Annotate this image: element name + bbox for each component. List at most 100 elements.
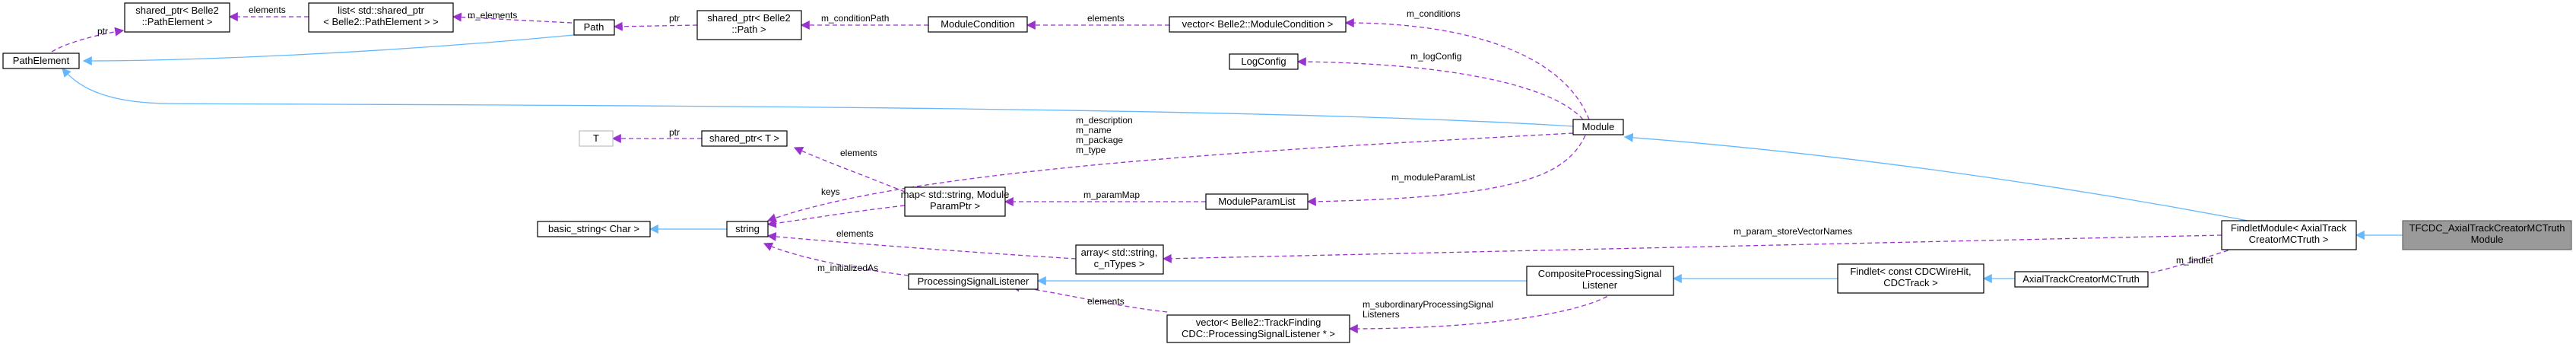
edge-use-string-to-array <box>766 231 1077 260</box>
label-line: list< std::shared_ptr <box>338 5 424 16</box>
node-module[interactable]: Module <box>1572 119 1624 135</box>
label-line: map< std::string, Module <box>901 189 1010 200</box>
node-modulecondition[interactable]: ModuleCondition <box>928 16 1028 33</box>
label-line: ::Path > <box>731 24 766 35</box>
edge-label-m-elements: m_elements <box>468 10 517 21</box>
label-line: FindletModule< AxialTrack <box>2231 222 2347 234</box>
label-line: ptr <box>669 127 680 138</box>
node-processingsignallistener[interactable]: ProcessingSignalListener <box>908 273 1039 290</box>
node-list-sharedptr-pathelement[interactable]: list< std::shared_ptr< Belle2::PathEleme… <box>308 2 454 33</box>
label-line: CDCTrack > <box>1883 277 1937 288</box>
label-line: CDC::ProcessingSignalListener * > <box>1182 328 1335 339</box>
label-line: c_nTypes > <box>1094 258 1145 269</box>
edge-label-m-conditionpath: m_conditionPath <box>821 13 889 24</box>
label-line: m_description <box>1076 115 1133 126</box>
label-line: elements <box>249 5 286 15</box>
edge-label-ptr-path: ptr <box>669 13 680 24</box>
node-logconfig[interactable]: LogConfig <box>1229 53 1299 70</box>
node-sharedptr-path[interactable]: shared_ptr< Belle2::Path > <box>696 10 802 40</box>
edge-inherit-module-to-findletmodule <box>1623 132 2276 227</box>
label-line: keys <box>821 186 840 197</box>
edge-labels: m_conditions elements m_conditionPath pt… <box>97 5 2213 320</box>
label-line: array< std::string, <box>1081 247 1158 258</box>
node-findlet[interactable]: Findlet< const CDCWireHit,CDCTrack > <box>1837 263 1984 294</box>
label-line: m_package <box>1076 135 1123 145</box>
edge-use-modparamlist-to-module <box>1306 135 1586 206</box>
label-line: m_findlet <box>2176 255 2213 266</box>
edge-label-elements-cond: elements <box>1087 13 1125 24</box>
label-line: CompositeProcessingSignal <box>1538 268 1662 279</box>
node-basic-string-char[interactable]: basic_string< Char > <box>537 221 651 237</box>
edge-use-vecpsl-to-composite <box>1348 287 1620 333</box>
edge-label-elements-map: elements <box>840 148 877 158</box>
label-line: vector< Belle2::ModuleCondition > <box>1182 18 1334 30</box>
node-label: list< std::shared_ptr< Belle2::PathEleme… <box>323 5 438 27</box>
label-line: ::PathElement > <box>142 16 213 27</box>
node-array-string-ntypes[interactable]: array< std::string,c_nTypes > <box>1075 244 1164 275</box>
node-label: ModuleCondition <box>941 18 1015 30</box>
edge-label-m-moduleparamlist: m_moduleParamList <box>1391 172 1476 183</box>
edge-use-logconfig-to-module <box>1296 57 1584 120</box>
label-line: ModuleCondition <box>941 18 1015 30</box>
node-moduleparamlist[interactable]: ModuleParamList <box>1205 193 1309 210</box>
edge-inherit-pathelement-to-path <box>82 34 575 65</box>
node-t[interactable]: T <box>579 130 614 147</box>
node-label: vector< Belle2::ModuleCondition > <box>1182 18 1334 30</box>
node-sharedptr-pathelement[interactable]: shared_ptr< Belle2::PathElement > <box>124 2 230 33</box>
label-line: ParamPtr > <box>930 200 980 212</box>
edge-use-string-to-module <box>766 132 1574 222</box>
edge-use-path-to-sharedpath <box>613 21 698 31</box>
node-label: Path <box>584 21 604 33</box>
node-label: shared_ptr< T > <box>709 132 779 144</box>
node-vector-modulecondition[interactable]: vector< Belle2::ModuleCondition > <box>1169 16 1347 33</box>
edge-label-ptr-t: ptr <box>669 127 680 138</box>
label-line: shared_ptr< Belle2 <box>707 12 791 24</box>
node-string[interactable]: string <box>726 221 769 237</box>
node-label: T <box>593 132 599 144</box>
edge-use-sharedt-to-map <box>793 147 906 193</box>
label-line: Listeners <box>1363 309 1400 320</box>
label-line: elements <box>836 228 874 239</box>
node-pathelement[interactable]: PathElement <box>2 53 80 69</box>
edge-label-m-param-storevectornames: m_param_storeVectorNames <box>1734 226 1852 237</box>
label-line: Module <box>1582 121 1615 132</box>
label-line: m_logConfig <box>1410 51 1461 62</box>
node-label: Findlet< const CDCWireHit,CDCTrack > <box>1850 266 1971 288</box>
label-line: m_subordinaryProcessingSignal <box>1363 299 1493 310</box>
edge-use-vecmodcond-to-module <box>1344 18 1590 120</box>
label-line: ProcessingSignalListener <box>918 276 1029 287</box>
label-line: shared_ptr< T > <box>709 132 779 144</box>
node-axialtrackcreatormctruth[interactable]: AxialTrackCreatorMCTruth <box>2014 271 2149 288</box>
node-sharedptr-t[interactable]: shared_ptr< T > <box>701 130 788 147</box>
label-line: m_param_storeVectorNames <box>1734 226 1852 237</box>
label-line: < Belle2::PathElement > > <box>323 16 438 27</box>
label-line: string <box>735 223 760 234</box>
label-line: AxialTrackCreatorMCTruth <box>2022 273 2140 285</box>
label-line: T <box>593 132 599 144</box>
edge-use-list-to-path <box>452 12 573 24</box>
edge-label-elements-array: elements <box>836 228 874 239</box>
edge-use-pathelement-to-sharedpe <box>51 27 125 53</box>
label-line: ptr <box>669 13 680 24</box>
label-line: TFCDC_AxialTrackCreatorMCTruth <box>2409 222 2565 234</box>
node-label: basic_string< Char > <box>548 223 639 234</box>
node-label: ModuleParamList <box>1218 196 1296 207</box>
label-line: m_paramMap <box>1083 190 1140 200</box>
label-line: m_elements <box>468 10 517 21</box>
edge-label-ptr-pe: ptr <box>97 26 108 37</box>
node-path[interactable]: Path <box>573 19 615 36</box>
node-label: string <box>735 223 760 234</box>
node-label: array< std::string,c_nTypes > <box>1081 247 1158 269</box>
